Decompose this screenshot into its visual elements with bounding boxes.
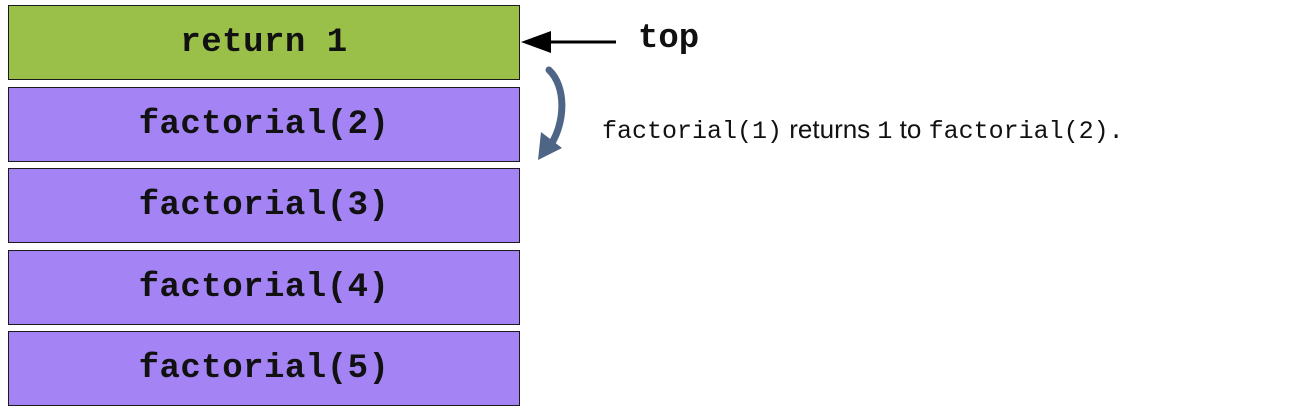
caption-caller: factorial(1) bbox=[602, 117, 783, 146]
stack-frame-return-1: return 1 bbox=[8, 5, 520, 80]
stack-frame-label: factorial(2) bbox=[138, 105, 390, 144]
left-arrow-icon bbox=[521, 31, 616, 53]
stack-frame-label: factorial(4) bbox=[138, 268, 390, 307]
return-caption: factorial(1) returns 1 to factorial(2). bbox=[602, 114, 1124, 146]
stack-frame-label: factorial(3) bbox=[138, 186, 390, 225]
stack-frame-factorial-3: factorial(3) bbox=[8, 168, 520, 243]
stack-frame-label: factorial(5) bbox=[138, 349, 390, 388]
caption-value: 1 bbox=[877, 117, 893, 146]
caption-verb: returns bbox=[789, 114, 871, 144]
stack-frame-factorial-5: factorial(5) bbox=[8, 331, 520, 406]
curved-down-arrow-icon bbox=[538, 66, 566, 160]
stack-frame-label: return 1 bbox=[180, 23, 348, 62]
stack-frame-factorial-2: factorial(2) bbox=[8, 87, 520, 162]
stack-frame-factorial-4: factorial(4) bbox=[8, 250, 520, 325]
caption-target: factorial(2). bbox=[928, 117, 1124, 146]
top-pointer-label: top bbox=[638, 20, 700, 58]
caption-prep: to bbox=[899, 114, 922, 144]
